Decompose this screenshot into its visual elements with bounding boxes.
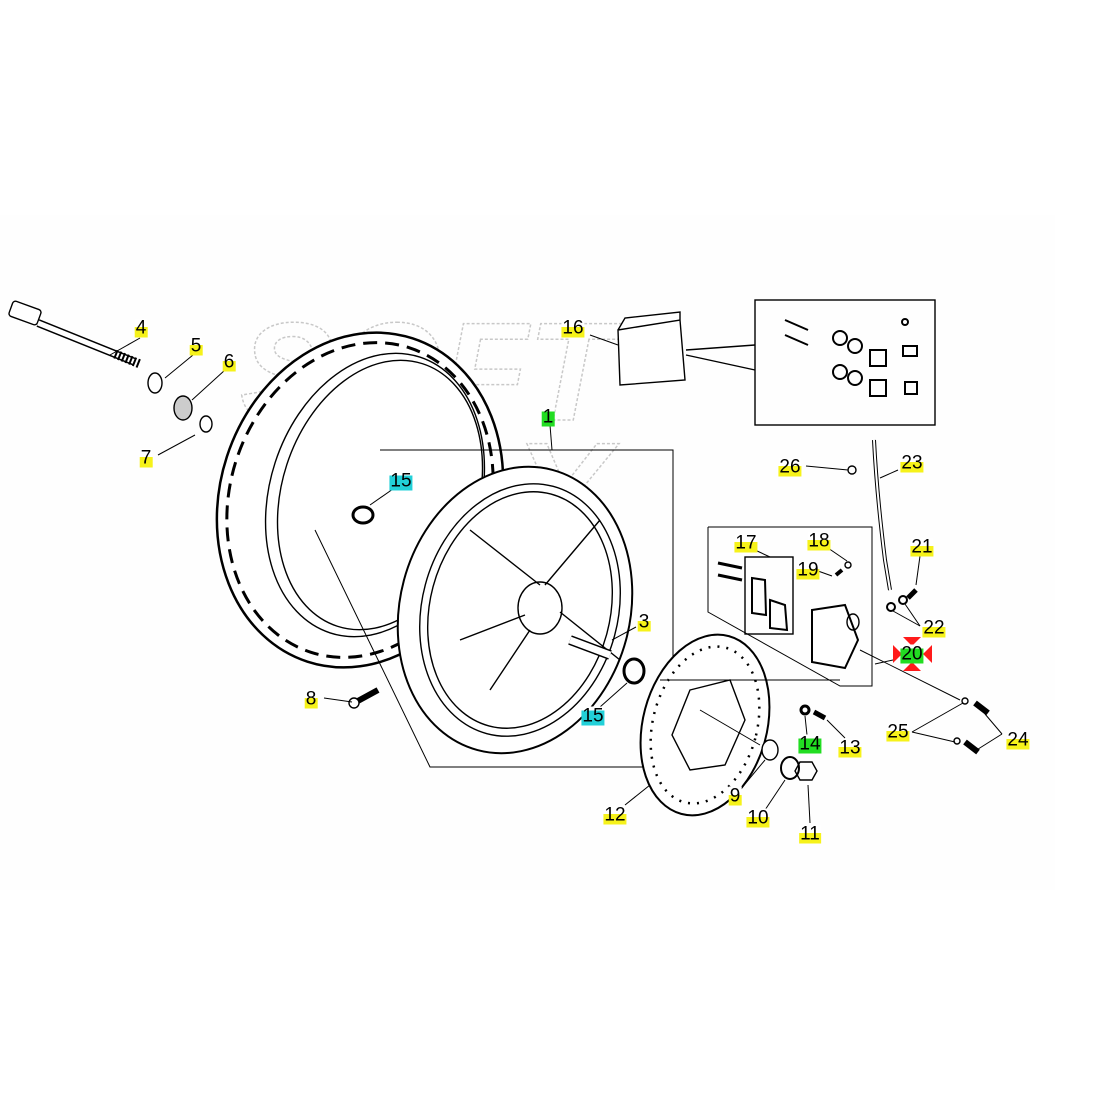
callout-16[interactable]: 16 xyxy=(561,317,585,339)
callout-14[interactable]: 14 xyxy=(798,733,822,755)
callout-12[interactable]: 12 xyxy=(603,804,627,826)
callout-13[interactable]: 13 xyxy=(838,737,862,759)
callout-18[interactable]: 18 xyxy=(807,530,831,552)
brake-hose-23[interactable] xyxy=(847,439,918,612)
callout-25[interactable]: 25 xyxy=(886,721,910,743)
callout-15-top[interactable]: 15 xyxy=(389,470,413,492)
brake-pads-17[interactable] xyxy=(717,561,789,632)
callout-17[interactable]: 17 xyxy=(734,532,758,554)
bolt-8[interactable] xyxy=(348,687,380,709)
callout-23[interactable]: 23 xyxy=(900,452,924,474)
axle-part-4[interactable] xyxy=(8,300,142,369)
callout-22[interactable]: 22 xyxy=(922,617,946,639)
callout-10[interactable]: 10 xyxy=(746,807,770,829)
callout-6[interactable]: 6 xyxy=(222,351,236,373)
service-kit-16[interactable] xyxy=(617,299,936,426)
leader-lines xyxy=(109,334,1003,824)
callout-3[interactable]: 3 xyxy=(637,611,651,633)
callout-4[interactable]: 4 xyxy=(134,317,148,339)
selection-marker xyxy=(893,637,932,671)
callout-21[interactable]: 21 xyxy=(910,536,934,558)
callout-26[interactable]: 26 xyxy=(778,456,802,478)
screw-13-14[interactable] xyxy=(799,704,827,721)
callout-19[interactable]: 19 xyxy=(796,559,820,581)
callout-8[interactable]: 8 xyxy=(304,688,318,710)
small-parts-5-6-7[interactable] xyxy=(147,372,213,433)
brake-disc[interactable] xyxy=(621,620,788,830)
caliper-20[interactable] xyxy=(811,561,860,670)
callout-20-selected[interactable]: 20 xyxy=(900,643,924,665)
callout-5[interactable]: 5 xyxy=(189,335,203,357)
callout-1[interactable]: 1 xyxy=(541,406,555,428)
callout-11[interactable]: 11 xyxy=(799,823,821,845)
spacer-3-bearing-15[interactable] xyxy=(568,635,646,685)
callout-15-bottom[interactable]: 15 xyxy=(581,705,605,727)
rim[interactable] xyxy=(366,440,663,780)
callout-9[interactable]: 9 xyxy=(728,785,742,807)
callout-24[interactable]: 24 xyxy=(1006,729,1030,751)
bolts-24-25[interactable] xyxy=(953,697,990,755)
callout-7[interactable]: 7 xyxy=(139,447,153,469)
parts-9-10-11[interactable] xyxy=(761,739,818,781)
